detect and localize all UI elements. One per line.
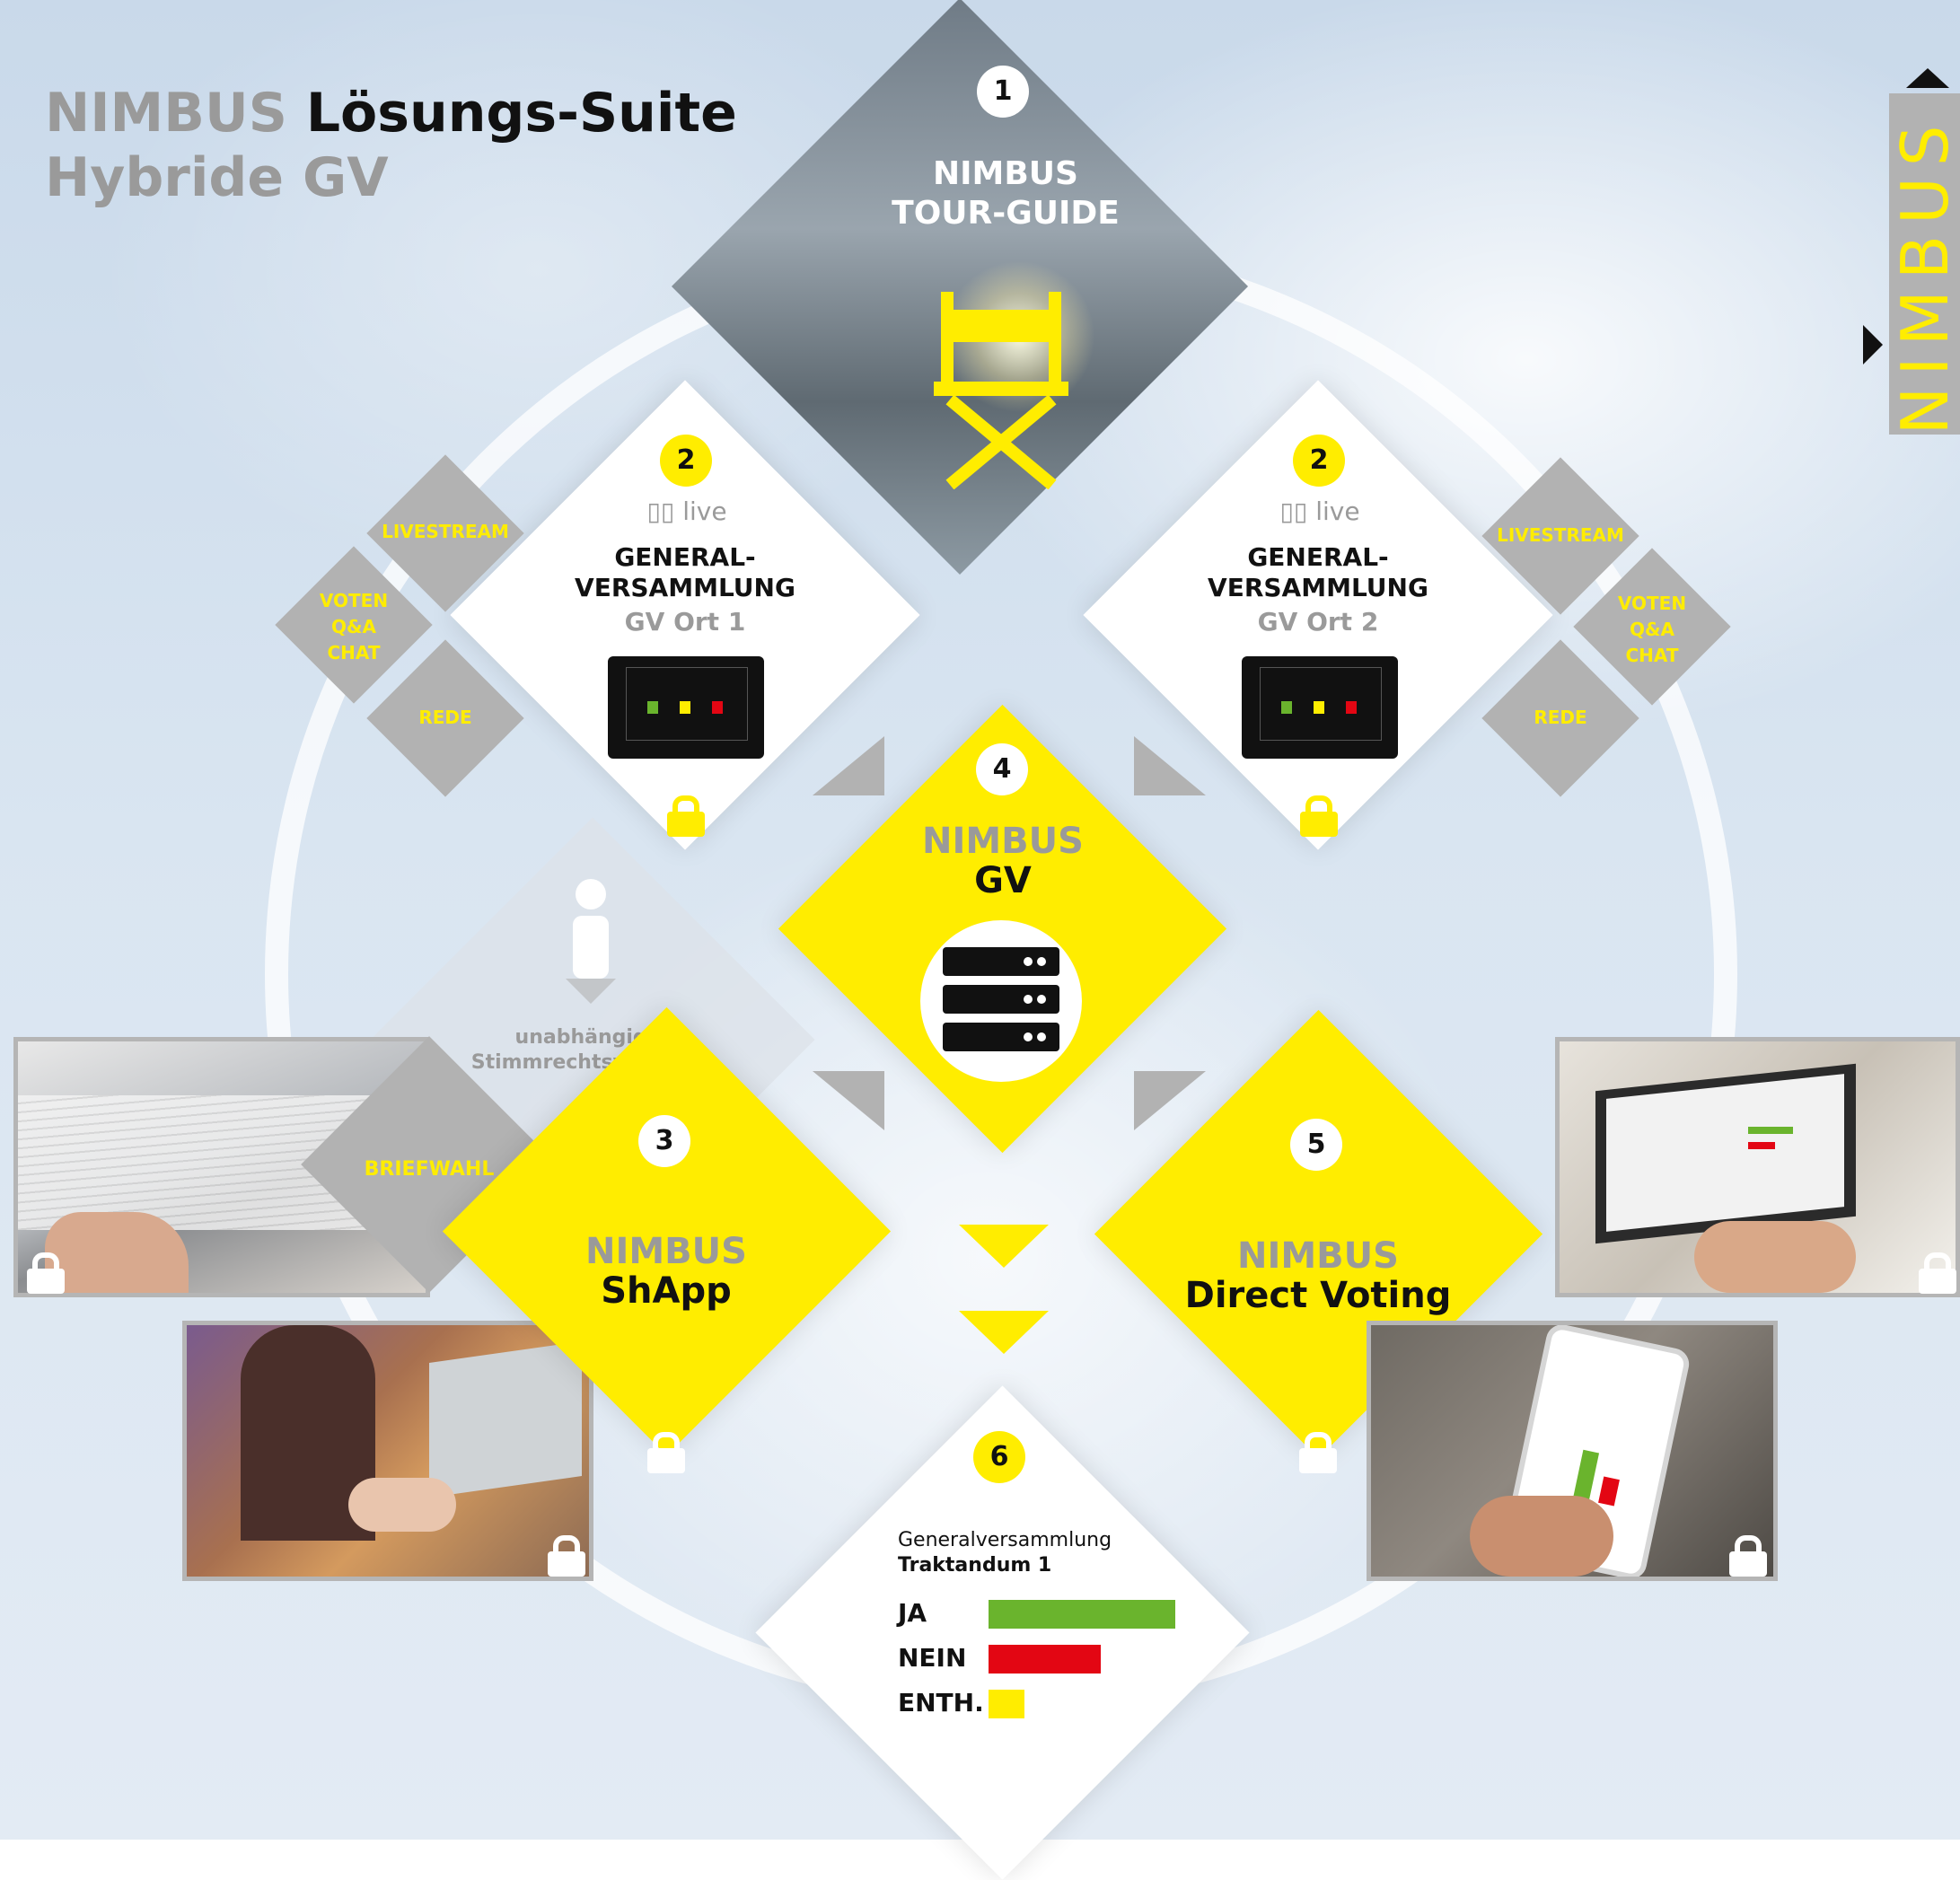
gv-right-title: GENERAL- VERSAMMLUNG GV Ort 2 (1208, 542, 1428, 637)
lock-icon (667, 795, 705, 837)
rede-right-label: REDE (1534, 707, 1587, 728)
gv-left-live: ▯▯ live (646, 496, 727, 526)
result-bar-ja (989, 1600, 1175, 1629)
directors-chair-icon (934, 292, 1068, 489)
direct-voting-number: 5 (1290, 1119, 1342, 1171)
voting-device-right (1242, 656, 1398, 759)
scroll-up-arrow-icon[interactable] (1906, 68, 1949, 88)
gv-left-number: 2 (660, 435, 712, 487)
server-icon (920, 920, 1082, 1082)
tour-guide-title: NIMBUS TOUR-GUIDE (892, 155, 1120, 232)
laptop-typing-photo[interactable] (1555, 1037, 1960, 1297)
connector-arrow (813, 1071, 884, 1130)
nimbus-gv-title: NIMBUS GV (922, 821, 1084, 901)
map-icon: ▯▯ (646, 496, 675, 526)
shapp-number: 3 (638, 1115, 690, 1167)
nimbus-gv-number: 4 (976, 743, 1028, 795)
side-nimbus-logo[interactable]: NIMBUS (1887, 93, 1960, 435)
voten-left-label: VOTEN Q&A CHAT (319, 590, 389, 663)
connector-arrow (813, 736, 884, 795)
lock-icon (1300, 795, 1338, 837)
result-row-label: JA (898, 1598, 927, 1628)
lock-icon (27, 1252, 65, 1294)
tour-guide-number: 1 (977, 66, 1029, 118)
lock-icon (1299, 1432, 1337, 1477)
result-bar-enth (989, 1690, 1024, 1718)
rede-left-label: REDE (418, 707, 472, 728)
laptop-user-photo[interactable] (182, 1321, 593, 1581)
lock-icon (1729, 1535, 1767, 1577)
voten-right-label: VOTEN Q&A CHAT (1617, 593, 1687, 666)
gv-left-title: GENERAL- VERSAMMLUNG GV Ort 1 (575, 542, 795, 637)
side-logo-text: NIMBUS (1887, 114, 1960, 435)
direct-voting-title: NIMBUS Direct Voting (1184, 1235, 1452, 1316)
shapp-title: NIMBUS ShApp (585, 1231, 747, 1312)
gv-right-live: ▯▯ live (1279, 496, 1360, 526)
briefwahl-label: BRIEFWAHL (364, 1158, 495, 1181)
voting-device-left (608, 656, 764, 759)
page-title: NIMBUS Lösungs-Suite Hybride GV (45, 82, 737, 209)
down-arrow-icon (959, 1225, 1049, 1268)
result-number: 6 (973, 1431, 1025, 1483)
connector-arrow (1134, 736, 1206, 795)
result-title: Generalversammlung Traktandum 1 (898, 1529, 1112, 1577)
livestream-left-label: LIVESTREAM (382, 521, 509, 542)
result-bar-nein (989, 1645, 1101, 1674)
lock-icon (647, 1432, 685, 1477)
gv-right-number: 2 (1293, 435, 1345, 487)
result-row-label: ENTH. (898, 1688, 984, 1717)
connector-arrow (1134, 1071, 1206, 1130)
map-icon: ▯▯ (1279, 496, 1308, 526)
smartphone-photo[interactable] (1367, 1321, 1778, 1581)
lock-icon (548, 1535, 585, 1577)
livestream-right-label: LIVESTREAM (1497, 524, 1624, 546)
result-row-label: NEIN (898, 1643, 967, 1673)
lock-icon (1919, 1252, 1956, 1294)
down-arrow-icon (959, 1311, 1049, 1354)
person-icon (566, 879, 616, 1004)
side-pointer-arrow-icon[interactable] (1863, 325, 1883, 365)
